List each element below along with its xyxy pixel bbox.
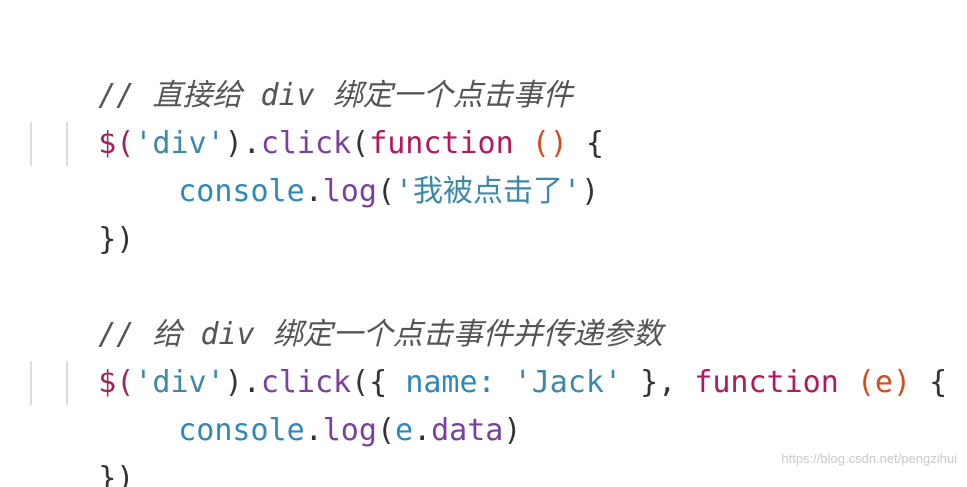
method-name: click [260,365,352,400]
function-params: (e) [838,365,912,400]
code-line-comment-2: // 给 div 绑定一个点击事件并传递参数 [26,263,663,352]
console-object: console [178,174,305,209]
indent-guide [66,122,68,166]
punctuation: ). [224,126,261,161]
code-line-comment-1: // 直接给 div 绑定一个点击事件 [26,24,573,113]
indent-guide [66,361,68,405]
jquery-call: $( [98,365,135,400]
punctuation: . [304,174,323,209]
code-line-closing-2: }) [26,407,134,487]
console-object: console [178,413,305,448]
selector-string: 'div' [134,365,225,400]
punctuation: }, [622,365,677,400]
code-comment: // 直接给 div 绑定一个点击事件 [98,78,573,113]
punctuation: { [911,365,948,400]
punctuation: ({ [351,365,406,400]
function-params: () [513,126,568,161]
watermark-text: https://blog.csdn.net/pengzihui [781,451,957,466]
code-line-closing-1: }) [26,168,134,257]
punctuation: ) [581,174,600,209]
object-value-string: 'Jack' [495,365,623,400]
punctuation: ). [224,365,261,400]
code-line-click-handler-1: $('div').click(function () { [26,72,604,161]
method-name: click [260,126,352,161]
punctuation: ( [351,126,370,161]
code-comment: // 给 div 绑定一个点击事件并传递参数 [98,317,663,352]
jquery-call: $( [98,126,135,161]
punctuation: . [304,413,323,448]
indent-guide [30,361,32,405]
code-line-console-log-2: console.log(e.data) [26,359,521,448]
code-line-click-handler-2: $('div').click({ name: 'Jack' }, functio… [26,311,947,400]
data-property: data [431,413,504,448]
code-line-console-log-1: console.log('我被点击了') [26,120,599,209]
indent-guide [30,122,32,166]
punctuation: ( [376,174,395,209]
event-argument: e [395,413,414,448]
punctuation: . [413,413,432,448]
log-method: log [322,413,377,448]
punctuation: ( [376,413,395,448]
keyword: function [676,365,839,400]
object-key: name: [405,365,496,400]
log-method: log [322,174,377,209]
message-string: '我被点击了' [395,174,582,209]
punctuation: { [567,126,604,161]
punctuation: ) [503,413,522,448]
keyword: function [369,126,514,161]
closing-brace: }) [98,461,135,487]
closing-brace: }) [98,222,135,257]
selector-string: 'div' [134,126,225,161]
